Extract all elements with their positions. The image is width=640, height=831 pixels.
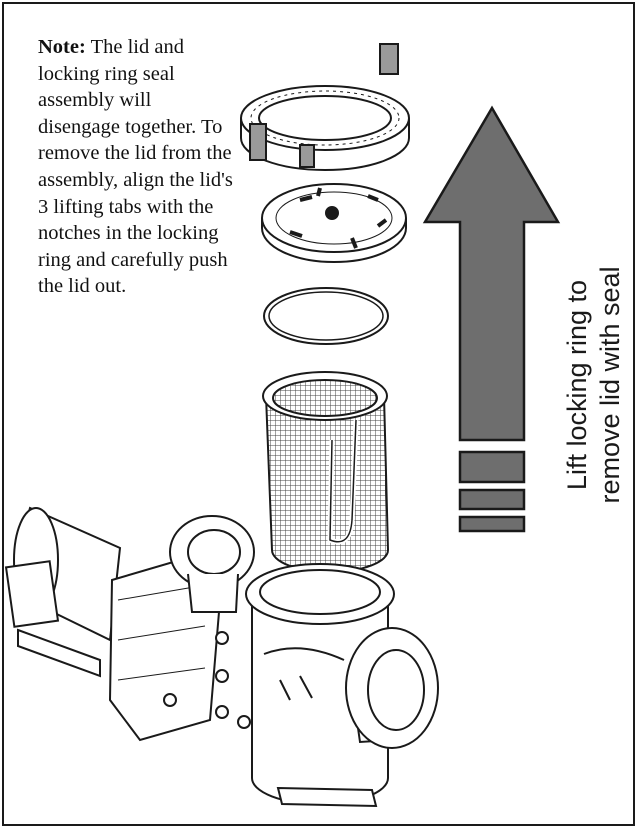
note-body: The lid and locking ring seal assembly w… — [38, 36, 233, 298]
locking-ring-icon — [240, 43, 410, 171]
arrow-caption-line-2: remove lid with seal — [595, 266, 625, 504]
note-text: Note: The lid and locking ring seal asse… — [38, 34, 238, 300]
lid-icon — [261, 183, 407, 263]
o-ring-seal-inner — [268, 291, 384, 341]
lift-arrow-icon — [422, 105, 561, 533]
strainer-basket-icon — [262, 371, 390, 573]
pump-housing-icon — [4, 506, 439, 808]
note-heading: Note: — [38, 36, 86, 58]
o-ring-seal-icon — [263, 287, 389, 345]
arrow-caption-line-1: Lift locking ring to — [562, 279, 592, 491]
